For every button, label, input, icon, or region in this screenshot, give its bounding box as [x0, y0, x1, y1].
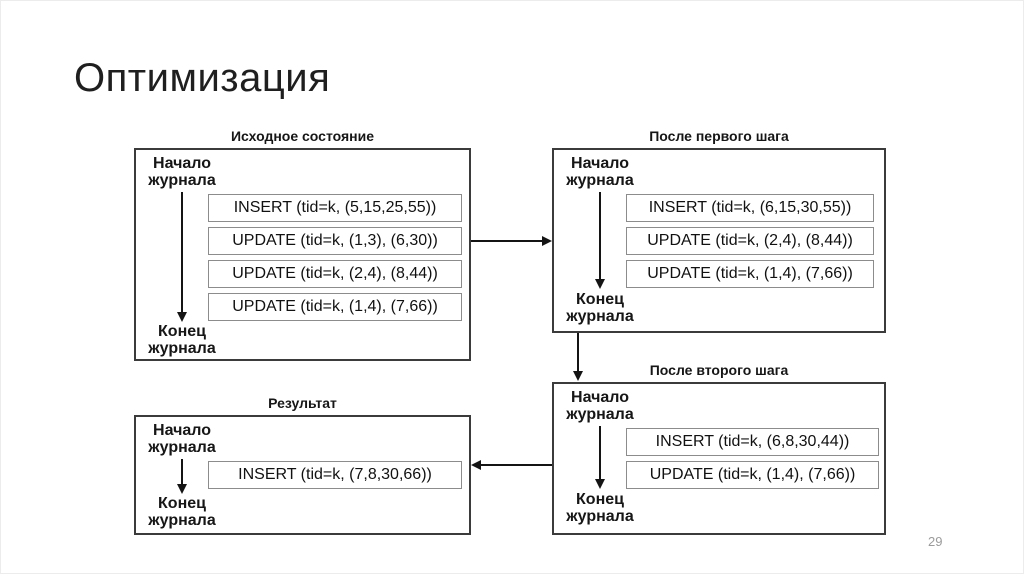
log-operation: INSERT (tid=k, (6,15,30,55)): [626, 194, 874, 222]
connector-step1-arrow-head-icon: [542, 236, 552, 246]
log-end-label: Конец журнала: [148, 323, 216, 357]
log-start-label: Начало журнала: [148, 422, 216, 456]
log-operation: UPDATE (tid=k, (2,4), (8,44)): [208, 260, 462, 288]
panel-after-first-step: После первого шага Начало журнала Конец …: [552, 128, 886, 333]
panel-title: После второго шага: [649, 362, 789, 378]
log-operation: UPDATE (tid=k, (1,3), (6,30)): [208, 227, 462, 255]
slide-title: Оптимизация: [74, 56, 331, 100]
log-operation: UPDATE (tid=k, (1,4), (7,66)): [626, 260, 874, 288]
panel-title: Исходное состояние: [230, 128, 375, 144]
log-end-label: Конец журнала: [566, 491, 634, 525]
log-end-label: Конец журнала: [148, 495, 216, 529]
connector-result-arrow: [480, 464, 552, 466]
panel-initial-state: Исходное состояние Начало журнала Конец …: [134, 128, 471, 361]
log-start-label: Начало журнала: [566, 155, 634, 189]
arrow-head-icon: [595, 479, 605, 489]
log-end-label: Конец журнала: [566, 291, 634, 325]
panel-result: Результат Начало журнала Конец журнала I…: [134, 395, 471, 535]
connector-step1-arrow: [471, 240, 543, 242]
arrow-head-icon: [595, 279, 605, 289]
log-operation: INSERT (tid=k, (6,8,30,44)): [626, 428, 879, 456]
log-direction-arrow: [599, 192, 601, 280]
log-operation: INSERT (tid=k, (5,15,25,55)): [208, 194, 462, 222]
log-start-label: Начало журнала: [148, 155, 216, 189]
log-direction-arrow: [181, 459, 183, 485]
connector-step2-arrow-head-icon: [573, 371, 583, 381]
log-direction-arrow: [599, 426, 601, 480]
panel-after-second-step: После второго шага Начало журнала Конец …: [552, 362, 886, 535]
log-start-label: Начало журнала: [566, 389, 634, 423]
page-number: 29: [928, 534, 943, 549]
panel-title: Результат: [268, 395, 337, 411]
arrow-head-icon: [177, 312, 187, 322]
log-direction-arrow: [181, 192, 183, 313]
log-operation: UPDATE (tid=k, (1,4), (7,66)): [208, 293, 462, 321]
log-operation: UPDATE (tid=k, (1,4), (7,66)): [626, 461, 879, 489]
panel-title: После первого шага: [649, 128, 789, 144]
connector-result-arrow-head-icon: [471, 460, 481, 470]
arrow-head-icon: [177, 484, 187, 494]
connector-step2-arrow: [577, 333, 579, 372]
log-operation: INSERT (tid=k, (7,8,30,66)): [208, 461, 462, 489]
log-operation: UPDATE (tid=k, (2,4), (8,44)): [626, 227, 874, 255]
